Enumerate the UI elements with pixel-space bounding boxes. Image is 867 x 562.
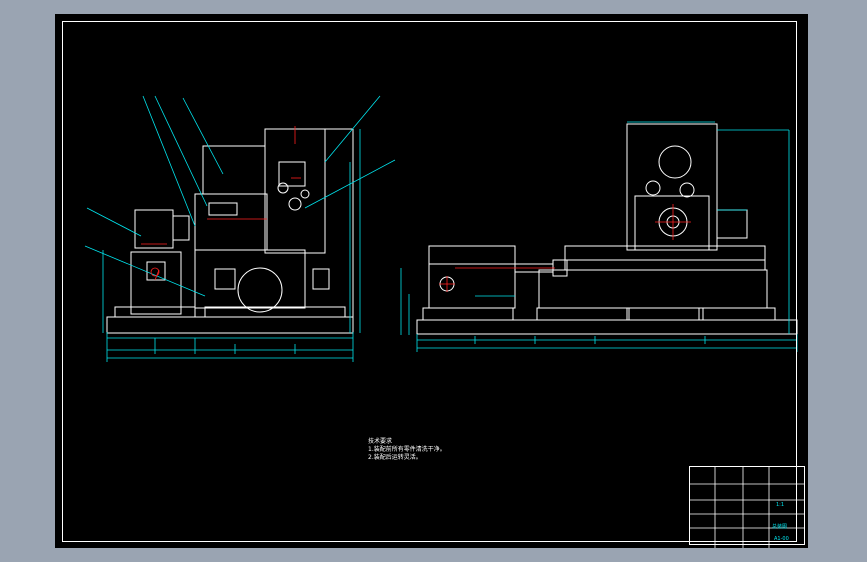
front-view-centerlines xyxy=(141,126,301,281)
front-view-dimensions xyxy=(84,95,396,362)
side-view-centerlines xyxy=(439,204,691,292)
drawing-border xyxy=(62,21,797,542)
title-block-lines xyxy=(689,466,805,548)
title-block-scale: 1:1 xyxy=(776,502,785,508)
drawing-viewport[interactable]: 技术要求 1.装配前所有零件清洗干净。 2.装配后运转灵活。 总装图 1:1 A… xyxy=(55,14,808,548)
title-block-name: 总装图 xyxy=(772,524,788,530)
title-block-drawing-no: A1-00 xyxy=(774,536,789,542)
motor-top xyxy=(202,145,266,195)
notes-line-1: 1.装配前所有零件清洗干净。 xyxy=(368,446,446,453)
side-view-dimensions xyxy=(400,121,798,352)
tailstock xyxy=(428,245,516,309)
technical-notes: 技术要求 1.装配前所有零件清洗干净。 2.装配后运转灵活。 xyxy=(368,438,446,462)
title-block: 总装图 1:1 A1-00 xyxy=(689,466,805,545)
cad-drawing xyxy=(84,95,805,548)
notes-line-2: 2.装配后运转灵活。 xyxy=(368,454,422,461)
housing-bore xyxy=(237,267,283,313)
notes-heading: 技术要求 xyxy=(368,438,393,445)
